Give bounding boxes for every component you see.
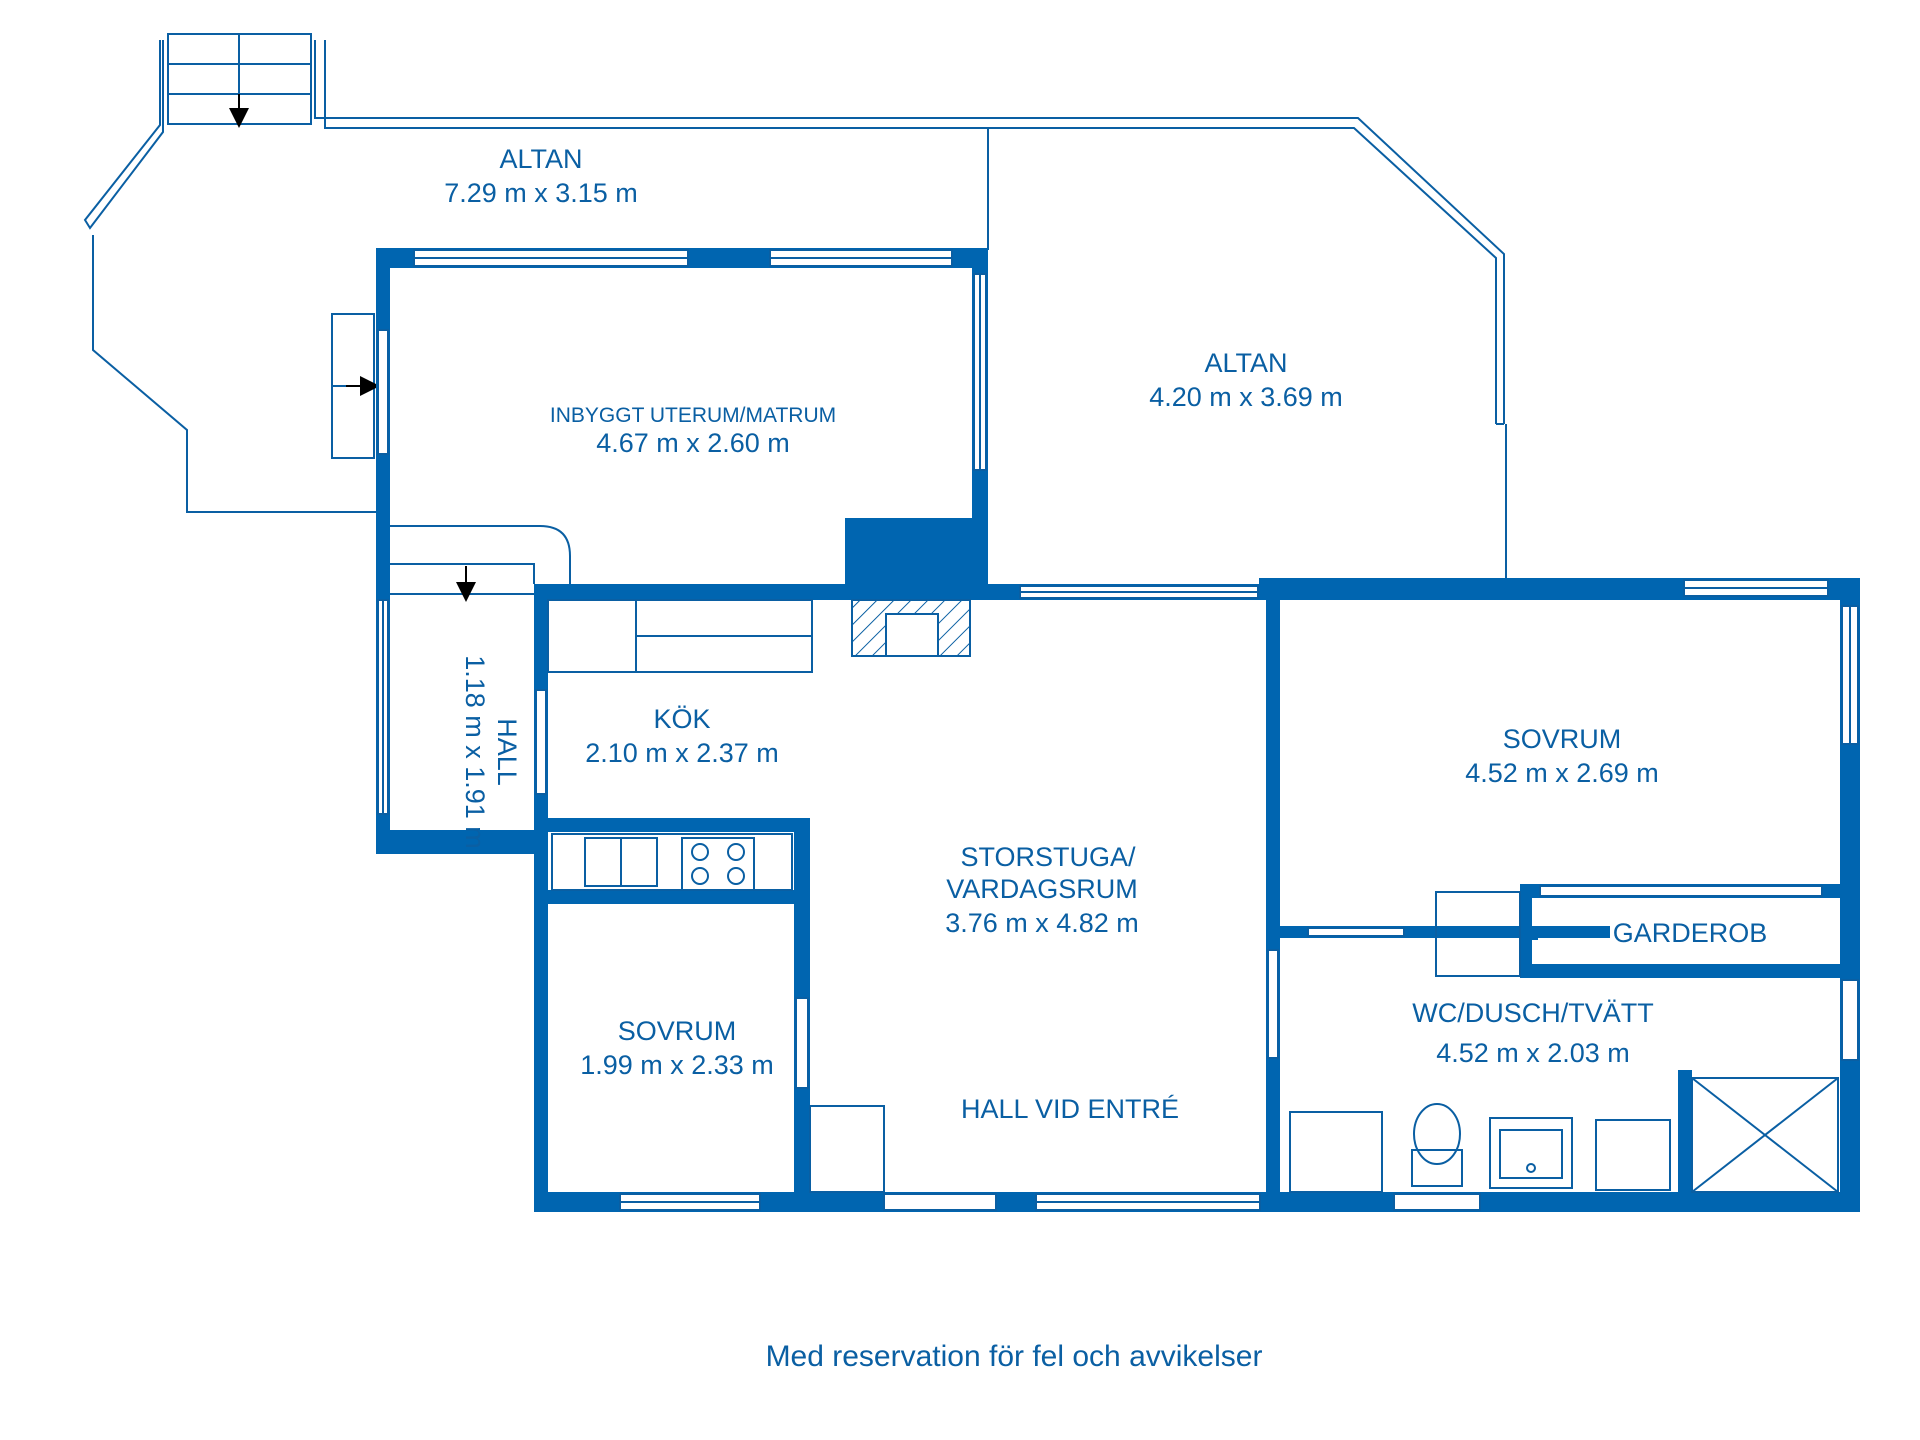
- uterum-dim: 4.67 m x 2.60 m: [596, 428, 790, 458]
- altan-west-name: ALTAN: [499, 144, 582, 174]
- sovrum-large-name: SOVRUM: [1503, 724, 1622, 754]
- sovrum-small-name: SOVRUM: [618, 1016, 737, 1046]
- hall-dim: 1.18 m x 1.91 m: [460, 655, 490, 849]
- room-labels: ALTAN 7.29 m x 3.15 m ALTAN 4.20 m x 3.6…: [444, 144, 1767, 1373]
- wc-name: WC/DUSCH/TVÄTT: [1412, 998, 1653, 1028]
- kok-name: KÖK: [653, 704, 710, 734]
- altan-east-name: ALTAN: [1204, 348, 1287, 378]
- wc-dim: 4.52 m x 2.03 m: [1436, 1038, 1630, 1068]
- deck-outline: [83, 40, 1507, 578]
- toilet-icon: [1411, 1149, 1463, 1187]
- uterum-name: INBYGGT UTERUM/MATRUM: [550, 404, 836, 427]
- hall-entre-name: HALL VID ENTRÉ: [961, 1094, 1179, 1124]
- storstuga-name-line1: STORSTUGA/: [960, 842, 1136, 872]
- sovrum-small-dim: 1.99 m x 2.33 m: [580, 1050, 774, 1080]
- bathroom-fixtures: [1289, 891, 1839, 1193]
- altan-east-dim: 4.20 m x 3.69 m: [1149, 382, 1343, 412]
- fireplace-opening: [885, 613, 939, 657]
- disclaimer: Med reservation för fel och avvikelser: [766, 1340, 1263, 1373]
- storstuga-dim: 3.76 m x 4.82 m: [945, 908, 1139, 938]
- washbasin-icon: [1489, 1117, 1573, 1189]
- kok-dim: 2.10 m x 2.37 m: [585, 738, 779, 768]
- altan-west-dim: 7.29 m x 3.15 m: [444, 178, 638, 208]
- hall-name: HALL: [492, 718, 522, 786]
- shower-icon: [1691, 1077, 1839, 1193]
- side-steps: [331, 313, 380, 459]
- hall-stair: [390, 525, 571, 602]
- kitchen-fixtures: [547, 599, 813, 891]
- sovrum-large-dim: 4.52 m x 2.69 m: [1465, 758, 1659, 788]
- entry-cabinet: [809, 1105, 885, 1193]
- storstuga-name-line2: VARDAGSRUM: [946, 874, 1138, 904]
- stairs: [167, 33, 312, 128]
- garderob-name: GARDEROB: [1613, 918, 1768, 948]
- windows: [377, 249, 1859, 1211]
- stove-icon: [681, 837, 755, 891]
